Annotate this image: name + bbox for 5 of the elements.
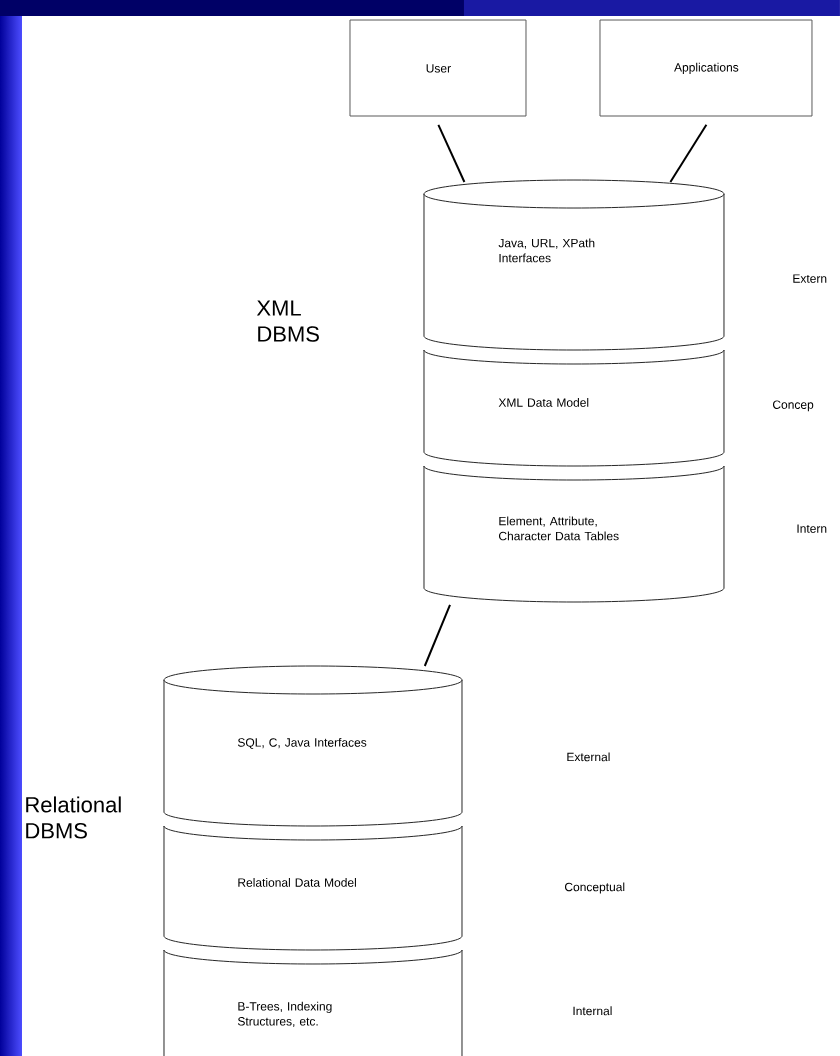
connector-line — [437, 123, 466, 183]
connector-line — [423, 603, 451, 667]
system-label: Relational DBMS — [26, 796, 121, 839]
connector-line — [669, 123, 708, 183]
system-label: XML DBMS — [256, 300, 319, 342]
